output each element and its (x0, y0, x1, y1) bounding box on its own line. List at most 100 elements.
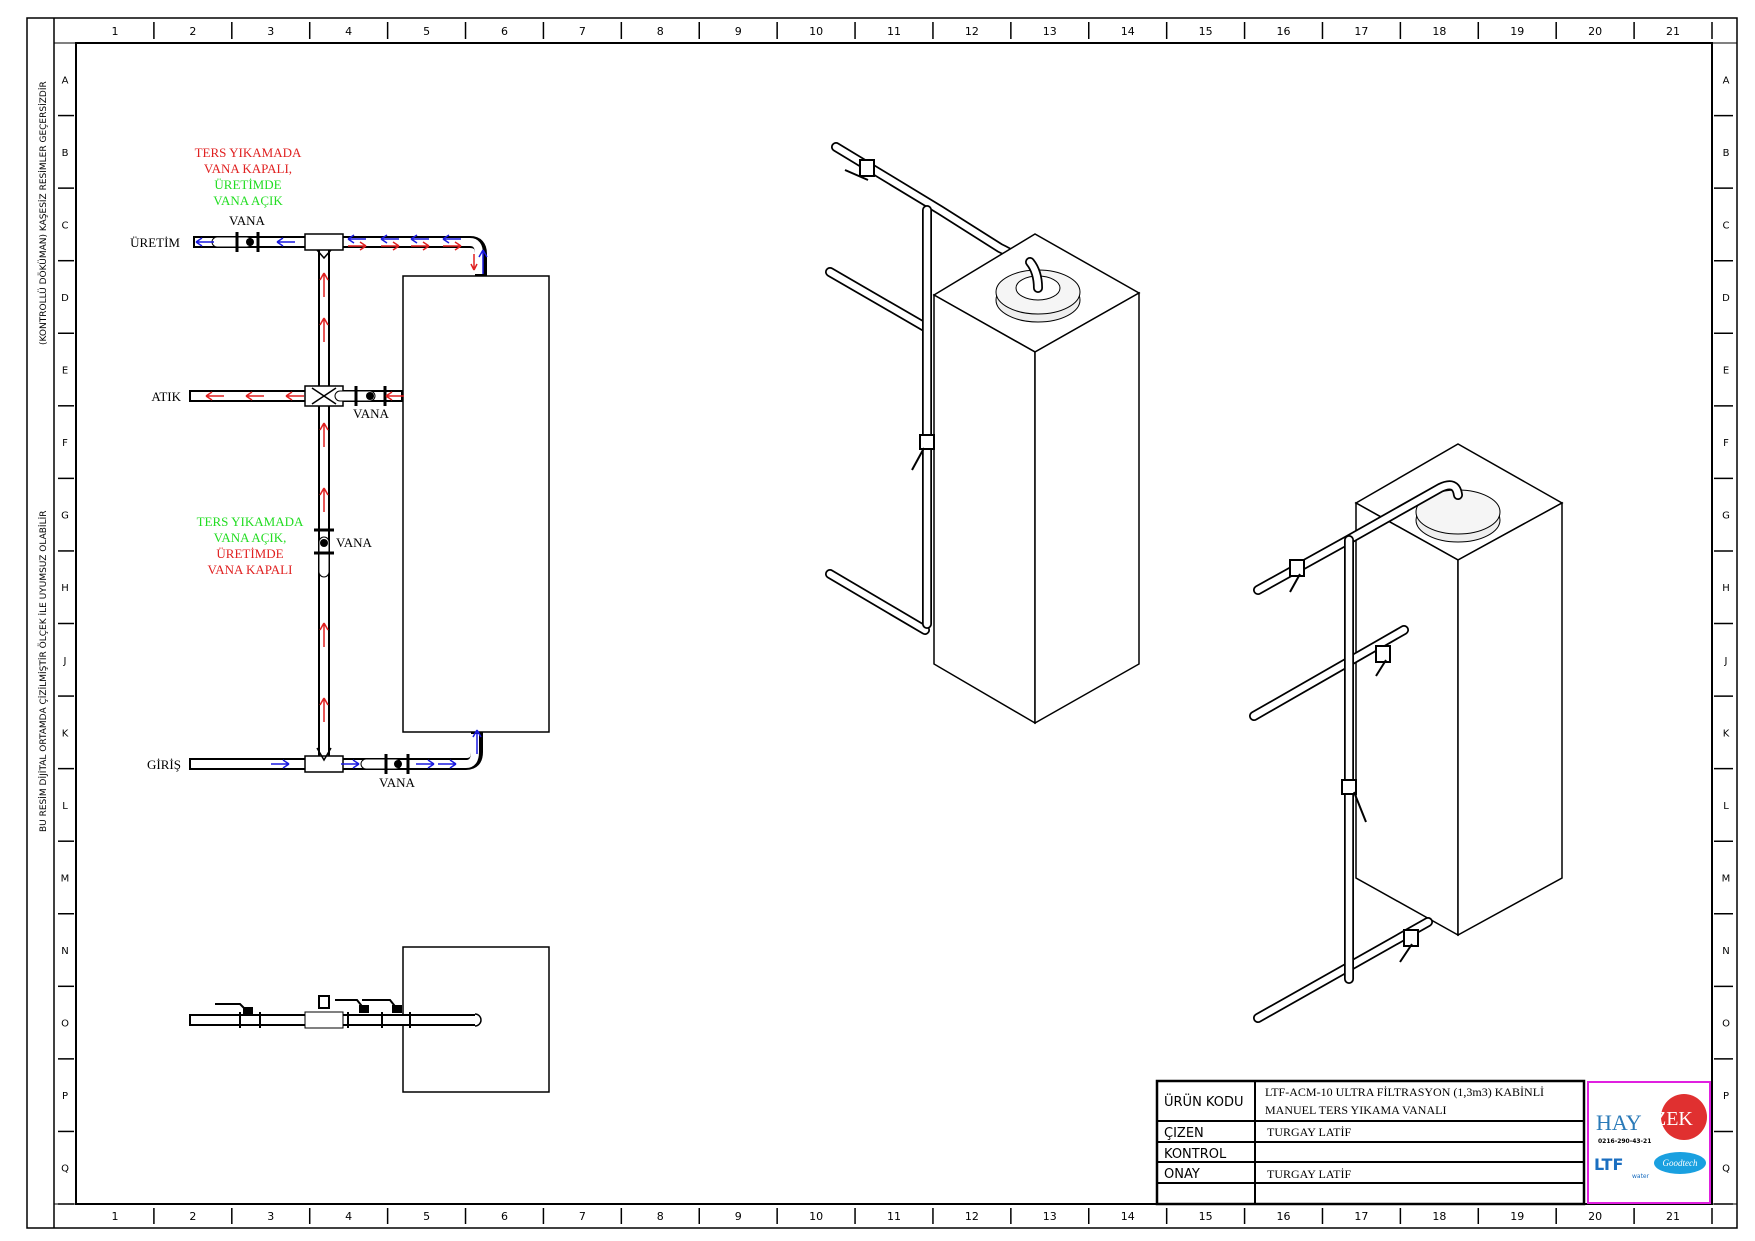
column-label-top: 6 (501, 25, 508, 38)
flow-arrow-icon (385, 391, 404, 401)
column-label-bottom: 21 (1666, 1210, 1680, 1223)
svg-text:ÜRETİMDE: ÜRETİMDE (214, 177, 281, 192)
column-label-top: 14 (1121, 25, 1135, 38)
column-label-top: 15 (1199, 25, 1213, 38)
flow-arrow-icon (416, 759, 435, 769)
row-label-right: Q (1722, 1164, 1730, 1175)
company-logo: HAY ZEK 0216-290-43-21 LTF water Goodtec… (1587, 1081, 1711, 1204)
svg-text:TERS YIKAMADA: TERS YIKAMADA (197, 514, 304, 529)
onay-label: ONAY (1164, 1167, 1200, 1182)
column-label-top: 8 (657, 25, 664, 38)
grid-rulers: 1122334455667788991010111112121313141415… (58, 22, 1733, 1224)
column-label-bottom: 8 (657, 1210, 664, 1223)
row-label-left: Q (61, 1164, 69, 1175)
column-label-top: 10 (809, 25, 823, 38)
flow-arrow-icon (319, 422, 329, 447)
column-label-bottom: 6 (501, 1210, 508, 1223)
row-label-right: A (1723, 75, 1730, 86)
column-label-bottom: 2 (189, 1210, 196, 1223)
flow-arrow-icon (195, 237, 214, 247)
column-label-top: 2 (189, 25, 196, 38)
label-vana-atik: VANA (353, 406, 389, 421)
flow-arrow-icon (410, 234, 429, 244)
row-label-right: K (1723, 728, 1730, 739)
row-label-left: K (62, 728, 69, 739)
row-label-left: F (62, 438, 68, 449)
column-label-bottom: 17 (1354, 1210, 1368, 1223)
logo-goodtech: Goodtech (1663, 1158, 1698, 1168)
row-label-right: P (1723, 1091, 1729, 1102)
column-label-bottom: 9 (735, 1210, 742, 1223)
row-label-right: J (1724, 656, 1728, 667)
title-block: ÜRÜN KODU LTF-ACM-10 ULTRA FİLTRASYON (1… (1155, 1079, 1586, 1206)
column-label-top: 21 (1666, 25, 1680, 38)
column-label-bottom: 20 (1588, 1210, 1602, 1223)
svg-text:VANA AÇIK: VANA AÇIK (213, 193, 283, 208)
column-label-top: 17 (1354, 25, 1368, 38)
row-label-right: C (1723, 220, 1730, 231)
flow-arrow-icon (438, 759, 457, 769)
flow-arrow-icon (319, 487, 329, 512)
column-label-bottom: 1 (111, 1210, 118, 1223)
note-top: TERS YIKAMADA VANA KAPALI, ÜRETİMDE VANA… (195, 145, 302, 208)
flow-arrow-icon (381, 241, 400, 251)
column-label-bottom: 5 (423, 1210, 430, 1223)
flow-arrow-icon (347, 234, 366, 244)
kontrol-label: KONTROL (1164, 1147, 1227, 1162)
tank-right-face (1034, 291, 1140, 725)
row-label-right: E (1723, 366, 1729, 377)
column-label-bottom: 7 (579, 1210, 586, 1223)
cizen-label: ÇIZEN (1164, 1126, 1204, 1141)
valve-atik[interactable] (334, 386, 387, 406)
row-label-left: L (62, 801, 68, 812)
flow-arrow-icon (380, 234, 399, 244)
flow-arrow-icon (443, 241, 462, 251)
logo-ltf-sub: water (1632, 1173, 1650, 1180)
row-label-left: D (61, 293, 69, 304)
flow-arrow-icon (348, 241, 367, 251)
column-label-bottom: 4 (345, 1210, 352, 1223)
column-label-bottom: 16 (1277, 1210, 1291, 1223)
row-label-right: G (1722, 511, 1730, 522)
column-label-bottom: 19 (1510, 1210, 1524, 1223)
row-label-left: A (62, 75, 69, 86)
isometric-view-1 (825, 142, 1141, 725)
row-label-right: F (1723, 438, 1729, 449)
valve-uretim[interactable] (211, 232, 260, 252)
row-label-left: P (62, 1091, 68, 1102)
label-giris: GİRİŞ (147, 757, 181, 772)
row-label-right: M (1722, 873, 1731, 884)
column-label-top: 5 (423, 25, 430, 38)
valve-backwash[interactable] (314, 528, 334, 578)
column-label-top: 4 (345, 25, 352, 38)
row-label-left: J (63, 656, 67, 667)
column-label-top: 1 (111, 25, 118, 38)
tee-fitting-top (304, 233, 344, 251)
urun-kodu-line2: MANUEL TERS YIKAMA VANALI (1265, 1103, 1446, 1117)
row-label-left: B (62, 148, 69, 159)
row-label-right: O (1722, 1019, 1730, 1030)
column-label-bottom: 18 (1432, 1210, 1446, 1223)
tank-left-face (933, 293, 1036, 725)
column-label-bottom: 3 (267, 1210, 274, 1223)
valve-giris[interactable] (360, 754, 410, 774)
flow-arrow-icon (271, 759, 290, 769)
label-vana-top: VANA (229, 213, 265, 228)
logo-brand-right: ZEK (1654, 1108, 1693, 1130)
column-label-bottom: 15 (1199, 1210, 1213, 1223)
top-view (189, 946, 550, 1093)
flow-arrow-icon (341, 759, 360, 769)
filter-tank-front (402, 275, 550, 733)
flow-arrow-icon (470, 254, 478, 271)
logo-ltf: LTF (1594, 1155, 1623, 1174)
row-label-right: H (1722, 583, 1730, 594)
flow-arrow-icon (276, 237, 295, 247)
label-vana-giris: VANA (379, 775, 415, 790)
column-label-bottom: 13 (1043, 1210, 1057, 1223)
row-label-right: L (1723, 801, 1729, 812)
flow-arrow-icon (411, 241, 430, 251)
cizen-value: TURGAY LATİF (1267, 1125, 1351, 1139)
flow-arrow-icon (319, 622, 329, 647)
row-label-left: G (61, 511, 69, 522)
